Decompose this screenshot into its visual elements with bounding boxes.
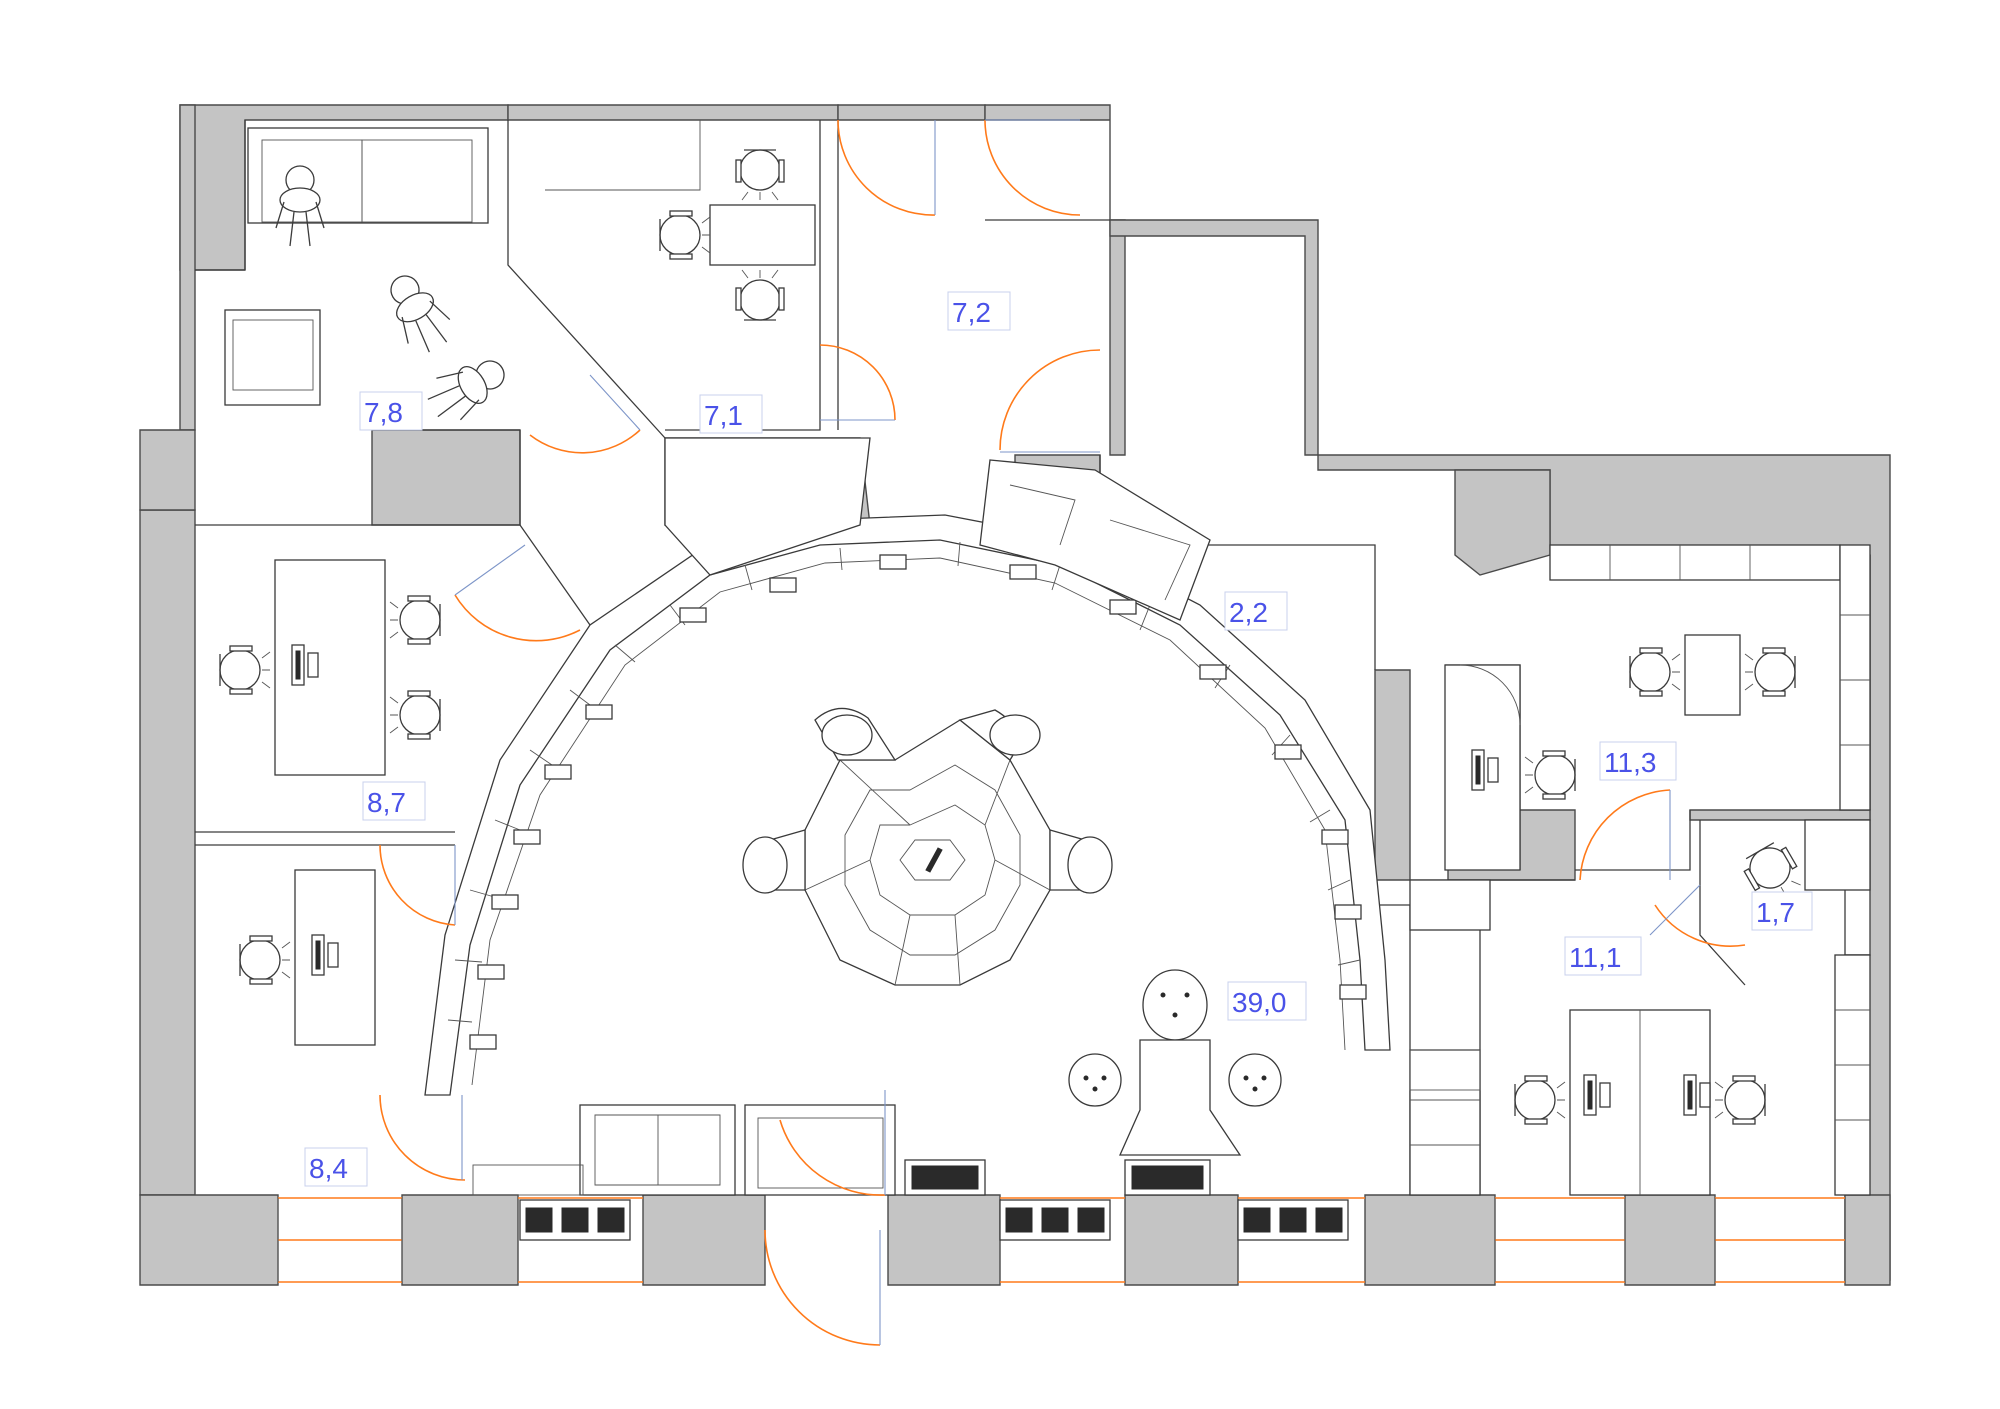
room-label-39-0: 39,0 — [1227, 981, 1307, 1021]
room-8-4-furniture — [239, 869, 376, 1046]
svg-text:2,2: 2,2 — [1229, 597, 1268, 628]
room-label-11-3: 11,3 — [1599, 741, 1677, 781]
svg-text:8,7: 8,7 — [367, 787, 406, 818]
room-label-8-4: 8,4 — [304, 1147, 368, 1187]
svg-text:7,8: 7,8 — [364, 397, 403, 428]
central-octagon-table — [742, 707, 1113, 986]
room-label-8-7: 8,7 — [362, 781, 426, 821]
room-label-11-1: 11,1 — [1564, 936, 1642, 976]
room-label-1-7: 1,7 — [1751, 891, 1813, 931]
arc-chair-row — [469, 554, 1367, 1050]
room-11-3-furniture — [1444, 544, 1871, 871]
room-11-1-furniture — [1409, 879, 1871, 1196]
lounge-seating — [1068, 969, 1282, 1156]
room-7-1-furniture — [545, 120, 816, 321]
svg-text:11,1: 11,1 — [1569, 942, 1621, 973]
svg-text:7,1: 7,1 — [704, 400, 743, 431]
bottom-furniture — [472, 1104, 1211, 1196]
room-7-8-furniture — [224, 127, 521, 525]
svg-text:1,7: 1,7 — [1756, 897, 1795, 928]
room-label-7-1: 7,1 — [699, 394, 763, 434]
svg-text:8,4: 8,4 — [309, 1153, 348, 1184]
svg-text:7,2: 7,2 — [952, 297, 991, 328]
room-label-2-2: 2,2 — [1224, 591, 1288, 631]
svg-text:11,3: 11,3 — [1604, 747, 1656, 778]
room-labels: 7,8 7,1 7,2 2,2 8,7 8,4 39,0 11,3 — [304, 291, 1813, 1187]
windows — [277, 1197, 1845, 1283]
room-1-7-furniture — [1738, 819, 1871, 907]
svg-text:39,0: 39,0 — [1232, 987, 1287, 1018]
room-label-7-2: 7,2 — [947, 291, 1011, 331]
curved-workstation-desk — [424, 437, 1391, 1096]
doors — [379, 119, 1746, 1346]
room-label-7-8: 7,8 — [359, 391, 423, 431]
room-8-7-furniture — [219, 559, 441, 776]
